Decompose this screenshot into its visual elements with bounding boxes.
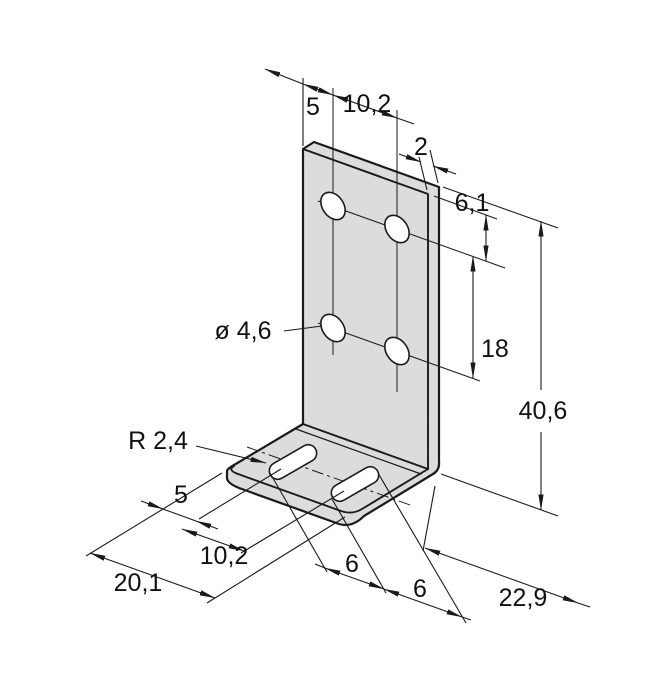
label-slot-spacing: 10,2 xyxy=(200,542,249,570)
hole-top-right xyxy=(384,214,410,244)
dim-22-9-tail xyxy=(577,602,591,608)
label-slot-inset-b: 6 xyxy=(413,575,427,603)
dim-top-tail-right xyxy=(396,117,415,125)
bend-line xyxy=(295,428,422,475)
dim-6-tail-left xyxy=(314,563,326,569)
hole-top-left xyxy=(320,191,346,221)
leader-hole-diameter xyxy=(283,325,323,332)
label-overall-height: 40,6 xyxy=(519,397,568,425)
label-slot-end-radius: R 2,4 xyxy=(128,427,188,455)
dim-22-9 xyxy=(424,547,579,604)
dim-base-5-arrow-right xyxy=(195,520,219,530)
dim-base-5-arrow-left xyxy=(140,500,164,510)
hole-bottom-left xyxy=(320,313,346,343)
ext-slot1-end xyxy=(269,472,328,573)
mounting-holes xyxy=(320,191,410,366)
plate-front-edges xyxy=(302,148,429,470)
ext-base-right-edge xyxy=(206,516,346,604)
label-hole-row-spacing: 18 xyxy=(481,335,509,363)
dim-base-5-line xyxy=(162,508,197,522)
dim-base-10-2 xyxy=(181,528,245,552)
dim-top-tail-left xyxy=(264,68,304,85)
dimension-labels: 5 10,2 2 6,1 18 40,6 ø 4,6 R 2,4 5 10,2 … xyxy=(114,90,568,612)
ext-22-9-left xyxy=(422,485,436,552)
dim-thickness-arrow-right xyxy=(432,165,457,175)
label-base-width: 22,9 xyxy=(499,584,548,612)
label-top-hole-offset: 5 xyxy=(306,93,320,121)
ext-base-left-edge xyxy=(85,472,223,557)
dim-20-1 xyxy=(89,552,216,599)
dim-thickness-arrow-left xyxy=(398,153,422,163)
leader-slot-radius xyxy=(195,445,267,464)
label-base-depth: 20,1 xyxy=(114,569,163,597)
label-slot-edge-offset: 5 xyxy=(174,481,188,509)
ext-thickness-a xyxy=(418,156,428,191)
label-slot-inset-a: 6 xyxy=(345,550,359,578)
label-hole-diameter: ø 4,6 xyxy=(215,317,272,345)
slot-centerline xyxy=(246,446,414,507)
ext-slot1-axis xyxy=(198,468,282,520)
dimension-lines xyxy=(85,68,591,624)
label-top-hole-spacing: 10,2 xyxy=(343,90,392,118)
ext-slot2-axis xyxy=(240,490,345,554)
base-top-edges xyxy=(230,465,429,514)
dim-6-second xyxy=(383,588,463,618)
label-top-edge-to-hole: 6,1 xyxy=(455,189,490,217)
hole-bottom-right xyxy=(384,336,410,366)
dim-top-10-2 xyxy=(332,94,398,119)
slot-right xyxy=(330,465,380,503)
label-plate-thickness: 2 xyxy=(414,133,428,161)
dim-top-5 xyxy=(302,83,334,96)
dim-6-first xyxy=(324,567,385,590)
dim-6-tail-right xyxy=(461,616,472,621)
